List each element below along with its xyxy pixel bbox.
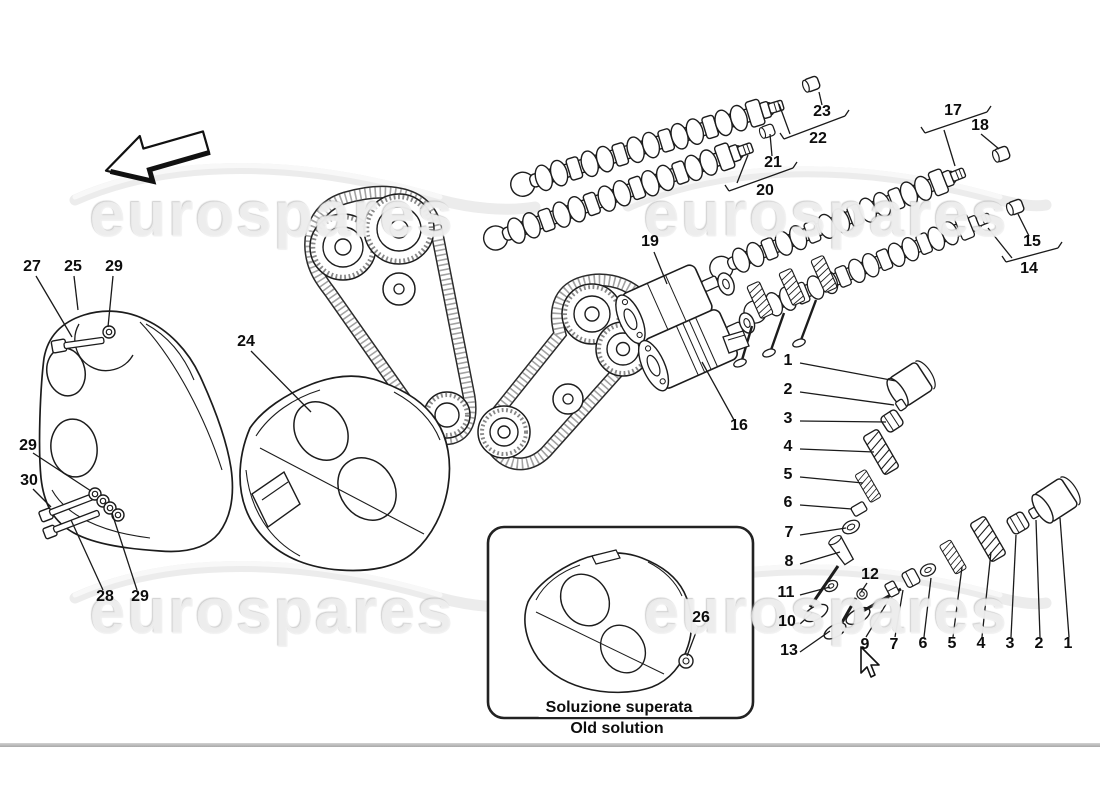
idler-pulley-2 <box>552 383 584 415</box>
washer-disc <box>717 272 735 296</box>
valve-train-exploded-left <box>803 356 941 640</box>
camshaft-4 <box>739 205 995 328</box>
cam-pulley-4 <box>595 321 651 377</box>
timing-cover-24 <box>239 375 451 572</box>
cam-variator-16 <box>637 309 744 392</box>
idler-pulley-1 <box>382 272 416 306</box>
timing-belt-left <box>304 185 477 446</box>
washer-29-top <box>102 325 116 339</box>
plug-23 <box>800 74 822 94</box>
valve-train-exploded-right <box>845 472 1086 626</box>
leader-lines <box>32 91 1070 657</box>
footer-divider <box>0 743 1100 747</box>
direction-arrow-icon <box>104 130 211 185</box>
valve-spring-cluster <box>722 254 838 368</box>
old-solution-inset-box <box>486 525 755 720</box>
cam-variator-19 <box>615 264 720 345</box>
inset-old-cover <box>524 549 694 694</box>
inset-caption-italian: Soluzione superata <box>538 699 700 717</box>
inset-caption-english: Old solution <box>570 720 664 737</box>
bolt-28 <box>42 509 100 540</box>
bolt-30 <box>38 492 96 523</box>
mouse-cursor <box>860 646 880 678</box>
bolt-27 <box>50 336 105 354</box>
timing-cover-25 <box>38 310 234 553</box>
cam-pulley-2 <box>363 193 435 265</box>
plug-18 <box>990 144 1012 164</box>
crank-pulley-2 <box>477 405 531 459</box>
